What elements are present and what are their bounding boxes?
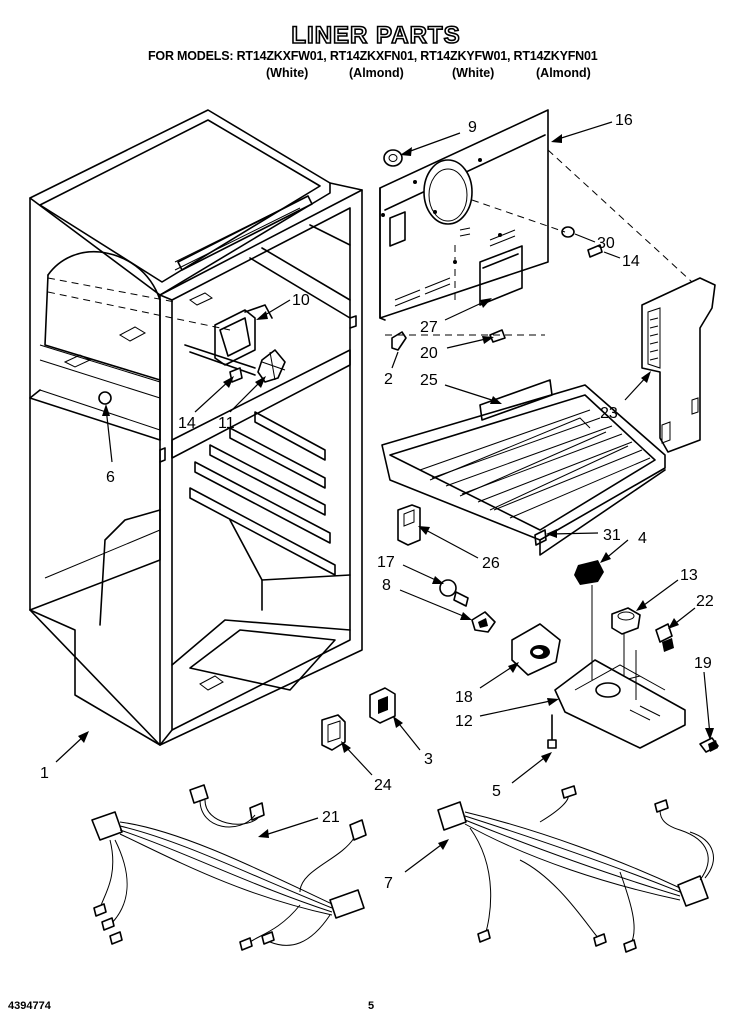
callout-18: 18 — [455, 689, 473, 706]
callout-25: 25 — [420, 372, 438, 389]
control-housing — [641, 277, 716, 453]
callout-5: 5 — [492, 783, 501, 800]
cabinet-liner — [29, 109, 363, 746]
models-line: FOR MODELS: RT14ZKXFW01, RT14ZKXFN01, RT… — [148, 49, 598, 63]
callout-13: 13 — [680, 567, 698, 584]
callout-12: 12 — [455, 713, 473, 730]
callout-9: 9 — [468, 119, 477, 136]
color-label-1: (White) — [266, 66, 309, 80]
fan-motor-assembly — [184, 304, 286, 383]
callout-6: 6 — [106, 469, 115, 486]
callout-11: 11 — [218, 415, 235, 432]
tray-assembly — [381, 379, 666, 556]
callout-24: 24 — [374, 777, 392, 794]
wire-harness-7 — [437, 785, 714, 953]
callout-16: 16 — [615, 112, 633, 129]
small-parts — [321, 504, 719, 753]
callout-2: 2 — [384, 371, 393, 388]
callout-22: 22 — [696, 593, 714, 610]
color-label-4: (Almond) — [536, 66, 591, 80]
callout-30: 30 — [597, 235, 615, 252]
callout-4: 4 — [638, 530, 647, 547]
callout-8: 8 — [382, 577, 391, 594]
callout-7: 7 — [384, 875, 393, 892]
callout-14a: 14 — [178, 415, 196, 432]
callout-21: 21 — [322, 809, 340, 826]
page-title: LINER PARTS — [291, 21, 461, 50]
color-label-3: (White) — [452, 66, 495, 80]
callout-20: 20 — [420, 345, 438, 362]
wire-harness-21 — [91, 784, 367, 951]
callouts: 9 16 30 14 10 27 20 2 — [40, 112, 714, 892]
callout-1: 1 — [40, 765, 49, 782]
callout-3: 3 — [424, 751, 433, 768]
callout-23: 23 — [600, 405, 618, 422]
callout-10: 10 — [292, 292, 310, 309]
evaporator-cover — [379, 109, 693, 351]
callout-31: 31 — [603, 527, 621, 544]
callout-19: 19 — [694, 655, 712, 672]
footer-part-number: 4394774 — [8, 1000, 51, 1012]
color-label-2: (Almond) — [349, 66, 404, 80]
callout-27: 27 — [420, 319, 438, 336]
footer-page-number: 5 — [368, 1000, 375, 1012]
callout-17: 17 — [377, 554, 395, 571]
callout-26: 26 — [482, 555, 500, 572]
callout-14b: 14 — [622, 253, 640, 270]
